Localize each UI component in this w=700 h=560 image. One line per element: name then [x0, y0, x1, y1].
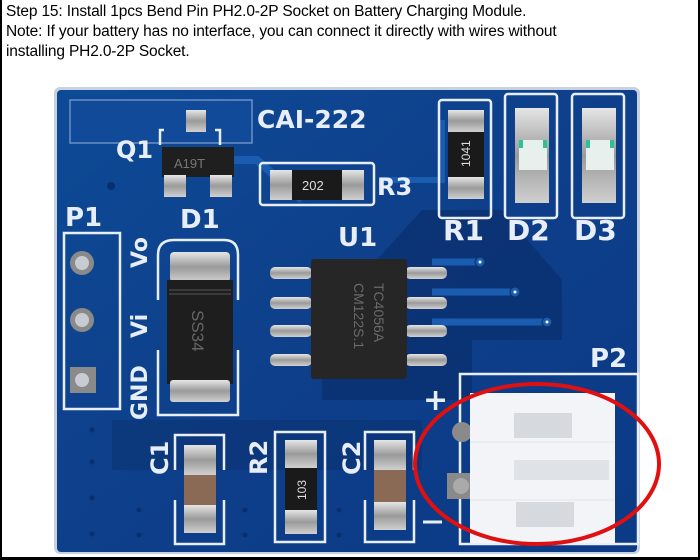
q1-marking: A19T [174, 156, 205, 171]
c2-capacitor [363, 430, 416, 544]
d1-marking: SS34 [188, 310, 207, 352]
r2-marking: 103 [295, 480, 309, 500]
r3-resistor: 202 [258, 161, 376, 207]
highlight-circle [413, 382, 661, 546]
c1-label: C1 [146, 441, 174, 475]
q1-transistor: A19T [158, 110, 234, 197]
r1-resistor: 1041 [437, 98, 493, 220]
q1-label: Q1 [116, 136, 153, 164]
r3-marking: 202 [302, 178, 324, 193]
vo-label: Vo [128, 237, 153, 268]
vi-label: Vi [128, 314, 153, 338]
u1-label: U1 [338, 223, 377, 253]
p2-label: P2 [590, 344, 627, 374]
d2-led [503, 92, 559, 220]
d3-label: D3 [574, 214, 617, 247]
p1-header [62, 231, 122, 411]
d2-label: D2 [507, 214, 550, 247]
r2-label: R2 [245, 440, 273, 475]
step-title: Step 15: Install 1pcs Bend Pin PH2.0-2P … [6, 3, 527, 20]
c2-label: C2 [338, 441, 366, 475]
d1-diode: SS34 [156, 238, 240, 417]
r2-resistor: 103 [273, 430, 327, 544]
p1-label: P1 [65, 203, 102, 233]
u1-chip: TC4056A CM122S.1 [270, 259, 447, 379]
d1-label: D1 [180, 205, 220, 235]
d3-led [570, 92, 626, 220]
r1-label: R1 [443, 214, 484, 247]
u1-marking-line2: CM122S.1 [351, 283, 367, 349]
c1-capacitor [173, 433, 226, 546]
u1-marking-line1: TC4056A [371, 283, 387, 343]
r3-label: R3 [377, 173, 412, 201]
note-line-2: installing PH2.0-2P Socket. [6, 43, 190, 60]
instruction-caption: Step 15: Install 1pcs Bend Pin PH2.0-2P … [6, 2, 696, 62]
note-line-1: Note: If your battery has no interface, … [6, 23, 557, 40]
r1-marking: 1041 [459, 140, 473, 167]
board-model-label: CAI-222 [257, 105, 367, 134]
p2-socket [423, 372, 640, 546]
gnd-label: GND [128, 365, 153, 420]
